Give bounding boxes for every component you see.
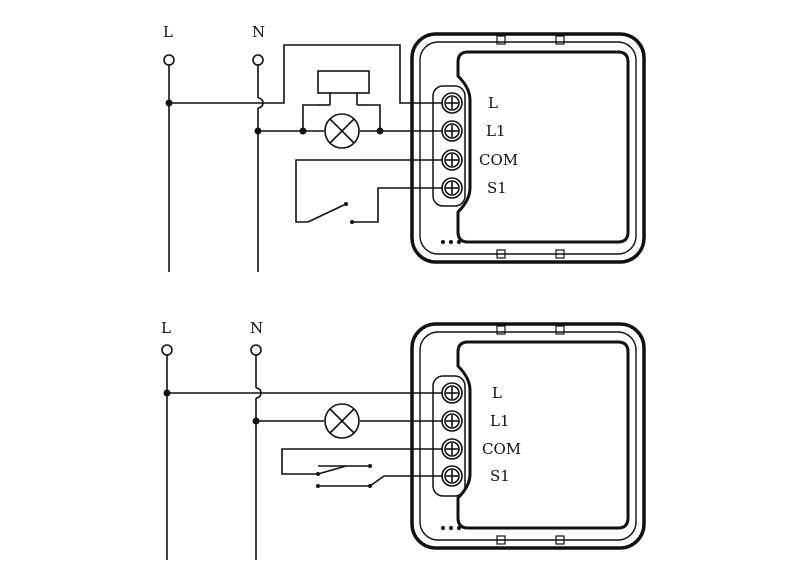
top-relay-module bbox=[410, 32, 646, 264]
top-com-wire bbox=[295, 159, 443, 223]
bottom-terminal-screw-s1 bbox=[441, 465, 463, 487]
bottom-terminal-label-l1: L1 bbox=[490, 412, 510, 430]
top-terminal-screw-s1 bbox=[441, 177, 463, 199]
bottom-com-wire bbox=[281, 448, 443, 475]
top-l-supply-terminal bbox=[163, 54, 175, 66]
top-terminal-label-l1: L1 bbox=[486, 122, 506, 140]
top-switch-contact bbox=[344, 202, 348, 206]
top-n-supply-terminal bbox=[252, 54, 264, 66]
bottom-supply-label-n: N bbox=[250, 319, 263, 337]
bottom-n-supply-terminal bbox=[250, 344, 262, 356]
bottom-supply-label-l: L bbox=[161, 319, 171, 337]
top-terminal-screw-l bbox=[441, 92, 463, 114]
bottom-lamp-icon bbox=[324, 403, 360, 439]
top-switch-lever bbox=[307, 203, 347, 223]
top-s1-wire bbox=[352, 187, 443, 223]
top-load-wire-right bbox=[369, 104, 381, 131]
bottom-terminal-block bbox=[441, 382, 463, 487]
bottom-terminal-screw-com bbox=[441, 438, 463, 460]
top-load-wire-left bbox=[302, 104, 318, 131]
top-terminal-label-l: L bbox=[488, 94, 498, 112]
bottom-lamp-cross-b bbox=[329, 408, 355, 434]
diagram-bottom: L N bbox=[161, 319, 646, 560]
bottom-switch-b-lever bbox=[369, 475, 385, 487]
top-supply-label-n: N bbox=[252, 23, 265, 41]
bottom-l-supply-terminal bbox=[161, 344, 173, 356]
top-terminal-screw-com bbox=[441, 149, 463, 171]
bottom-terminal-screw-l bbox=[441, 382, 463, 404]
bottom-switch-a-lever bbox=[317, 465, 347, 475]
top-lamp-cross-b bbox=[329, 118, 355, 144]
bottom-terminal-label-s1: S1 bbox=[490, 467, 510, 485]
top-terminal-screw-l1 bbox=[441, 120, 463, 142]
top-terminal-label-s1: S1 bbox=[487, 179, 507, 197]
diagram-top: L N bbox=[163, 23, 646, 272]
bottom-relay-module bbox=[410, 322, 646, 550]
top-supply-label-l: L bbox=[163, 23, 173, 41]
top-lamp-icon bbox=[324, 113, 360, 149]
bottom-terminal-screw-l1 bbox=[441, 410, 463, 432]
top-load-box bbox=[317, 70, 370, 94]
bottom-terminal-label-l: L bbox=[492, 384, 502, 402]
top-terminal-block bbox=[441, 92, 463, 199]
bottom-terminal-label-com: COM bbox=[482, 440, 521, 458]
top-l-wire bbox=[169, 44, 443, 104]
top-terminal-label-com: COM bbox=[479, 151, 518, 169]
